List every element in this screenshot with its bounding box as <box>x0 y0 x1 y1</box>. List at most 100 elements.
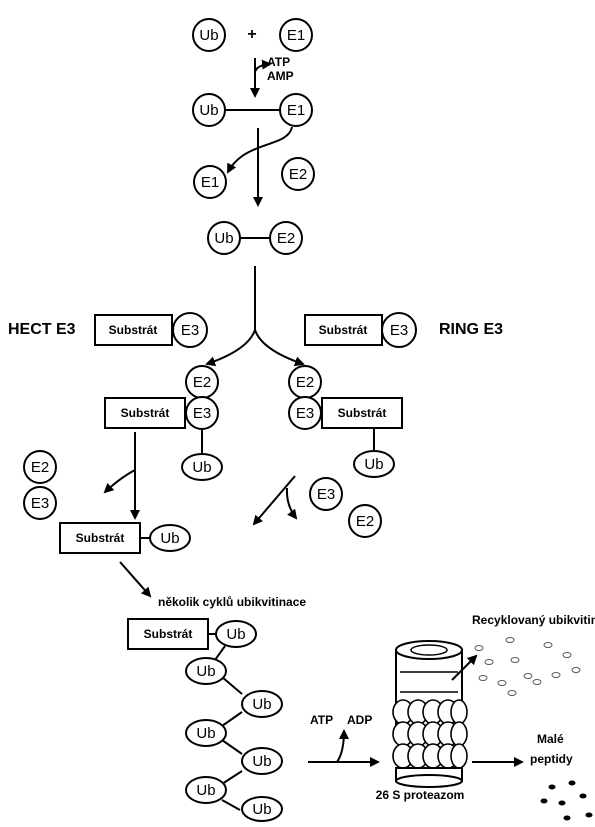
svg-text:Substrát: Substrát <box>109 323 158 337</box>
substrate-ub-box: Substrát <box>59 522 141 554</box>
chain-link-3 <box>221 676 243 695</box>
svg-text:Ub: Ub <box>252 801 271 818</box>
ring-e2-node: E2 <box>288 365 322 399</box>
svg-text:E2: E2 <box>31 459 49 476</box>
hect-release-arrow <box>103 469 136 494</box>
cycles-arrow <box>119 561 152 598</box>
chain-link-6 <box>221 770 243 785</box>
peptide-particles <box>540 780 593 821</box>
svg-text:Ub: Ub <box>196 782 215 799</box>
atp-amp-side-arrow <box>254 59 272 73</box>
chain-link-4 <box>221 711 243 727</box>
hect-released-e2-node: E2 <box>23 450 57 484</box>
hect-released-e3-node: E3 <box>23 486 57 520</box>
ring-complex-substrate-box: Substrát <box>321 397 403 429</box>
ring-transfer-arrow <box>252 475 296 526</box>
svg-text:Ub: Ub <box>252 753 271 770</box>
svg-text:E2: E2 <box>277 230 295 247</box>
chain-link-5 <box>221 739 243 755</box>
atp-label: ATP <box>267 55 290 69</box>
cycles-label: několik cyklů ubikvitinace <box>158 595 306 609</box>
amp-label: AMP <box>267 69 294 83</box>
svg-text:Ub: Ub <box>199 27 218 44</box>
svg-text:Ub: Ub <box>252 696 271 713</box>
hect-complex-ub-node: Ub <box>181 453 223 481</box>
ring-substrate-box: Substrát <box>304 314 383 346</box>
chain-ub-4: Ub <box>185 719 227 747</box>
hect-e3-node: E3 <box>172 312 208 348</box>
ub-node-e1-complex: Ub <box>192 93 226 127</box>
svg-text:Substrát: Substrát <box>144 627 193 641</box>
ring-branch-arrow <box>254 329 305 367</box>
ub-node-top: Ub <box>192 18 226 52</box>
svg-text:Ub: Ub <box>196 725 215 742</box>
svg-text:Ub: Ub <box>196 663 215 680</box>
e1-release-arrow <box>227 126 293 174</box>
e2-node-free: E2 <box>281 157 315 191</box>
chain-link-2 <box>214 645 226 661</box>
polyub-substrate-box: Substrát <box>127 618 209 650</box>
svg-text:E2: E2 <box>296 374 314 391</box>
ring-e3-label: RING E3 <box>439 321 503 338</box>
svg-text:Ub: Ub <box>192 459 211 476</box>
ring-release-arrow <box>285 487 298 520</box>
substrate-ub-node: Ub <box>149 524 191 552</box>
hect-substrate-box: Substrát <box>94 314 173 346</box>
e1-node-top: E1 <box>279 18 313 52</box>
hect-branch-arrow <box>205 329 256 367</box>
plus-sign: + <box>247 26 256 43</box>
e1-node-complex: E1 <box>279 93 313 127</box>
chain-ub-2: Ub <box>185 657 227 685</box>
svg-text:E3: E3 <box>31 495 49 512</box>
svg-text:E1: E1 <box>201 174 219 191</box>
svg-text:Substrát: Substrát <box>121 406 170 420</box>
svg-text:E2: E2 <box>356 513 374 530</box>
proteasome-label: 26 S proteazom <box>376 788 465 802</box>
svg-text:Ub: Ub <box>364 456 383 473</box>
ring-complex-ub-node: Ub <box>353 450 395 478</box>
ring-released-e2-node: E2 <box>348 504 382 538</box>
svg-text:E3: E3 <box>390 322 408 339</box>
chain-ub-5: Ub <box>241 747 283 775</box>
svg-text:E3: E3 <box>296 405 314 422</box>
recycle-arrow <box>451 654 478 681</box>
hect-e2-node: E2 <box>185 365 219 399</box>
svg-text:E3: E3 <box>193 405 211 422</box>
svg-text:Substrát: Substrát <box>319 323 368 337</box>
svg-text:E2: E2 <box>193 374 211 391</box>
ub-node-e2-complex: Ub <box>207 221 241 255</box>
peptides-label-line1: Malé <box>537 732 564 746</box>
recycled-ub-particles <box>474 637 581 696</box>
atp-adp-side-arrow <box>336 729 349 763</box>
svg-text:Ub: Ub <box>199 102 218 119</box>
proteasome-icon <box>392 640 468 788</box>
ring-released-e3-node: E3 <box>309 477 343 511</box>
hect-complex-substrate-box: Substrát <box>104 397 186 429</box>
adp-label: ADP <box>347 713 372 727</box>
recycled-ubiquitin-label: Recyklovaný ubikvitin <box>472 613 595 627</box>
svg-text:Substrát: Substrát <box>76 531 125 545</box>
svg-text:Ub: Ub <box>226 626 245 643</box>
svg-text:Ub: Ub <box>214 230 233 247</box>
e1-node-released: E1 <box>193 165 227 199</box>
svg-text:E2: E2 <box>289 166 307 183</box>
svg-text:Ub: Ub <box>160 530 179 547</box>
svg-text:E3: E3 <box>317 486 335 503</box>
chain-ub-7: Ub <box>241 796 283 822</box>
chain-link-7 <box>221 799 241 811</box>
hect-complex-e3-node: E3 <box>185 396 219 430</box>
peptides-label-line2: peptidy <box>530 752 573 766</box>
ring-e3-node: E3 <box>381 312 417 348</box>
svg-text:E3: E3 <box>181 322 199 339</box>
chain-ub-3: Ub <box>241 690 283 718</box>
chain-ub-6: Ub <box>185 776 227 804</box>
hect-e3-label: HECT E3 <box>8 321 76 338</box>
svg-text:E1: E1 <box>287 102 305 119</box>
ring-complex-e3-node: E3 <box>288 396 322 430</box>
svg-text:Substrát: Substrát <box>338 406 387 420</box>
svg-text:E1: E1 <box>287 27 305 44</box>
e2-node-complex: E2 <box>269 221 303 255</box>
atp-label-proteasome: ATP <box>310 713 333 727</box>
